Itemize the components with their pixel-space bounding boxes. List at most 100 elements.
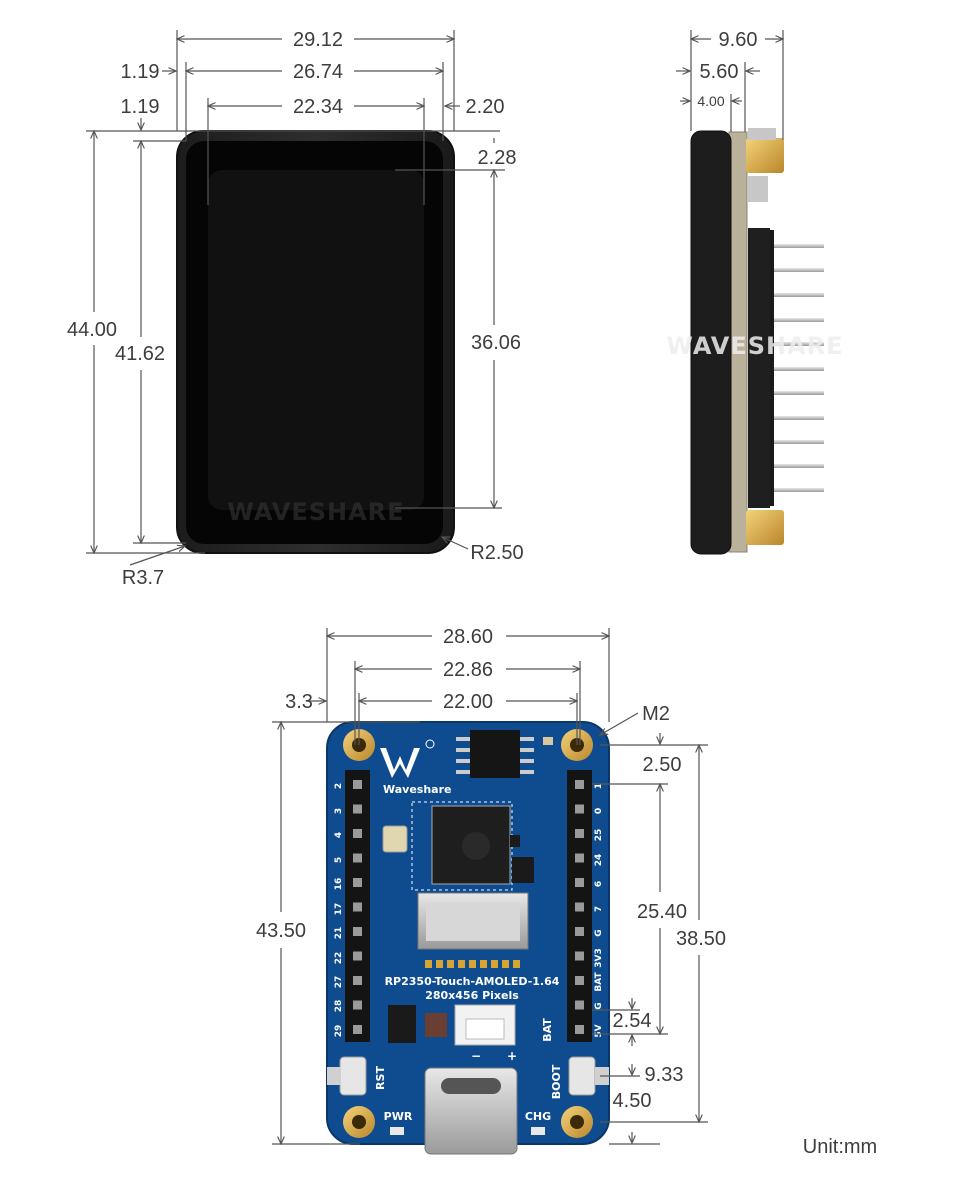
test-pad [436, 960, 443, 968]
header-pin [774, 342, 824, 346]
dim-top-offset: 1.19 [121, 96, 160, 118]
pin-label: 1 [594, 783, 604, 789]
rst-button[interactable] [339, 1056, 367, 1096]
side-display-body [690, 130, 732, 555]
right-pin-labels: 1 0 25 24 6 7 G 3V3 BAT G 5V [594, 783, 604, 1038]
dim-board-height: 43.50 [256, 920, 306, 942]
pin-label: 25 [594, 829, 604, 842]
waveshare-logo: Waveshare [380, 739, 451, 796]
dim-button-offset: 9.33 [645, 1064, 684, 1086]
test-pad [480, 960, 487, 968]
front-view: WAVESHARE 29.12 26.74 22.34 1.19 1.19 2.… [67, 29, 524, 589]
bat-plus-label: + [507, 1049, 517, 1063]
pwr-led [390, 1127, 404, 1135]
header-pad [353, 1025, 362, 1034]
dim-inner-radius: R2.50 [470, 542, 523, 564]
pin-label: 7 [594, 906, 604, 912]
header-pin [774, 440, 824, 444]
small-ic [512, 857, 534, 883]
pin-label: 29 [334, 1025, 344, 1038]
pin-label: 4 [334, 832, 344, 838]
pin-label: 3V3 [594, 948, 604, 968]
dim-module-thickness: 5.60 [700, 61, 739, 83]
pin-label: 21 [334, 927, 344, 940]
battery-connector[interactable] [454, 1004, 516, 1046]
boot-label: BOOT [550, 1064, 563, 1099]
header-pad [353, 780, 362, 789]
side-watermark: WAVESHARE [666, 332, 843, 360]
rst-button-knob [327, 1067, 341, 1085]
dim-hole-vertical-span: 38.50 [676, 928, 726, 950]
front-watermark: WAVESHARE [227, 498, 404, 526]
test-pad-row [425, 960, 520, 968]
dim-overall-height: 44.00 [67, 319, 117, 341]
back-view: 2 3 4 5 16 17 21 22 27 28 29 1 0 25 24 6… [256, 626, 726, 1155]
header-pad [575, 1000, 584, 1010]
resolution-label: 280x456 Pixels [425, 989, 519, 1002]
header-pin [774, 464, 824, 468]
header-pin [774, 293, 824, 297]
pin-label: BAT [594, 972, 604, 992]
left-header-pads [353, 780, 362, 1034]
header-pin [774, 367, 824, 371]
pin-label: 3 [334, 808, 344, 814]
header-pin [774, 244, 824, 248]
dim-total-thickness: 9.60 [719, 29, 758, 51]
test-pad [447, 960, 454, 968]
header-pad [575, 951, 584, 961]
dim-pin-pitch: 2.54 [613, 1010, 652, 1032]
header-pad [575, 927, 584, 936]
pin-label: 6 [594, 881, 604, 887]
side-standoff-top [746, 138, 784, 173]
right-header-pads [575, 780, 584, 1034]
dim-outer-radius: R3.7 [122, 567, 164, 589]
header-pad [353, 1000, 362, 1010]
model-label: RP2350-Touch-AMOLED-1.64 [385, 975, 560, 988]
pin-label: G [594, 929, 604, 936]
test-pad [513, 960, 520, 968]
rp2350-chip [431, 805, 511, 885]
pin-label: 16 [334, 878, 344, 891]
header-pad [353, 951, 362, 961]
header-pin [774, 268, 824, 272]
header-pin [774, 416, 824, 420]
dim-header-span: 25.40 [637, 901, 687, 923]
dim-hole-top-offset: 2.50 [643, 754, 682, 776]
dim-right-offset: 2.20 [466, 96, 505, 118]
header-pin [774, 391, 824, 395]
header-pad [353, 927, 362, 936]
display-screen [208, 170, 424, 510]
test-pad [469, 960, 476, 968]
dim-top-active-offset: 2.28 [478, 147, 517, 169]
bat-minus-label: − [471, 1049, 481, 1063]
dim-left-offset: 1.19 [121, 61, 160, 83]
dim-bezel-inner-width: 26.74 [293, 61, 343, 83]
pin-label: 17 [334, 903, 344, 916]
header-pin [774, 488, 824, 492]
dim-hole-span-outer: 22.86 [443, 659, 493, 681]
side-connector [748, 176, 768, 202]
dim-active-width: 22.34 [293, 96, 343, 118]
pin-label: 22 [334, 952, 344, 965]
pwr-label: PWR [384, 1110, 413, 1123]
header-pad [575, 976, 584, 985]
pin-label: 2 [334, 783, 344, 789]
dim-overall-width: 29.12 [293, 29, 343, 51]
charge-chip [425, 1013, 447, 1037]
test-pad [458, 960, 465, 968]
chg-label: CHG [525, 1110, 551, 1123]
header-pad [575, 804, 584, 814]
cap-component [543, 737, 553, 745]
dim-board-width: 28.60 [443, 626, 493, 648]
boot-button[interactable] [568, 1056, 596, 1096]
usb-c-port[interactable] [424, 1067, 518, 1155]
header-pad [353, 902, 362, 912]
header-pad [353, 804, 362, 814]
pin-label: 24 [594, 854, 604, 867]
header-pad [575, 878, 584, 887]
test-pad [502, 960, 509, 968]
dim-hole-type: M2 [642, 703, 670, 725]
dim-display-thickness: 4.00 [697, 93, 724, 109]
side-standoff-bottom [746, 510, 784, 545]
